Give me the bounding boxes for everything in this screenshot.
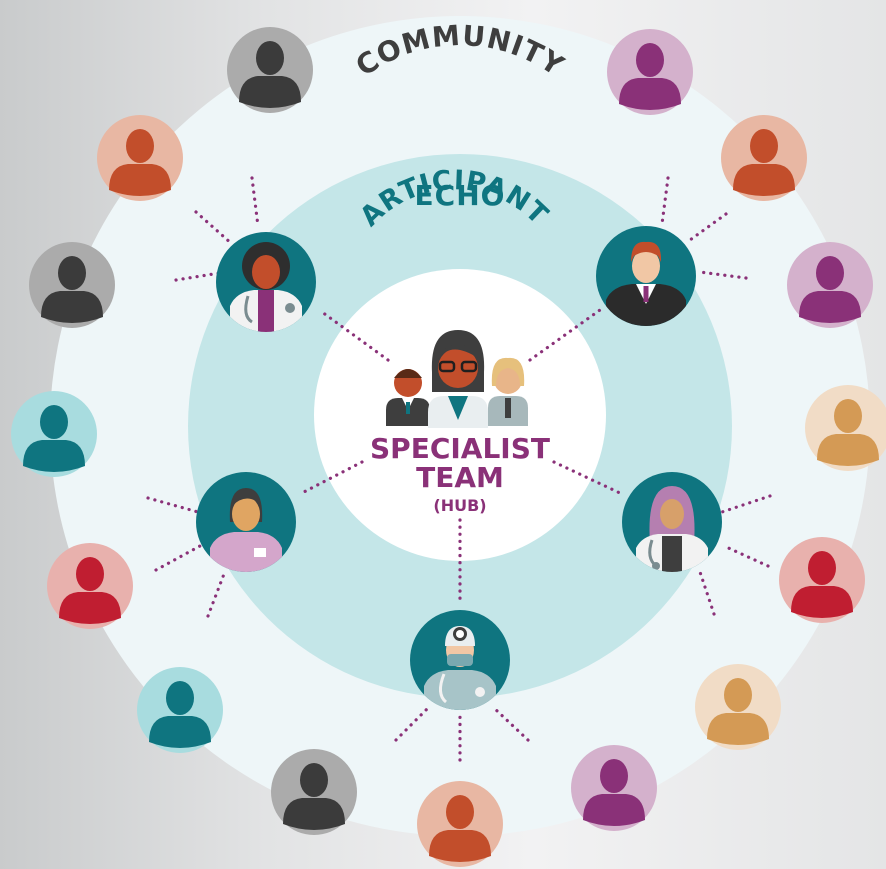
community-member-icon	[137, 667, 223, 753]
community-member-icon	[571, 745, 657, 831]
echo-label-line1: ECHO	[415, 179, 506, 212]
specialist-team-icon	[386, 330, 528, 428]
community-member-icon	[29, 242, 115, 328]
participant-hijab-doctor-icon	[622, 472, 722, 572]
community-member-icon	[11, 391, 97, 477]
participant-nurse-icon	[196, 472, 296, 572]
community-member-icon	[417, 781, 503, 867]
participant-doctor-curly-hair-icon	[216, 232, 316, 332]
hub-title-line2: TEAM	[416, 461, 504, 494]
community-member-icon	[779, 537, 865, 623]
dotted-connections	[146, 176, 772, 762]
community-member-icon	[97, 115, 183, 201]
community-member-icon	[805, 385, 886, 471]
community-member-icon	[47, 543, 133, 629]
community-member-icon	[227, 27, 313, 113]
participant-surgeon-headlamp-icon	[410, 610, 510, 710]
community-member-icon	[695, 664, 781, 750]
participant-man-in-suit-icon	[596, 226, 696, 326]
hub-title-line3: (HUB)	[433, 496, 486, 515]
community-member-icon	[607, 29, 693, 115]
community-member-icon	[271, 749, 357, 835]
hub-title-line1: SPECIALIST	[370, 432, 550, 465]
community-member-icon	[721, 115, 807, 201]
community-member-icon	[787, 242, 873, 328]
